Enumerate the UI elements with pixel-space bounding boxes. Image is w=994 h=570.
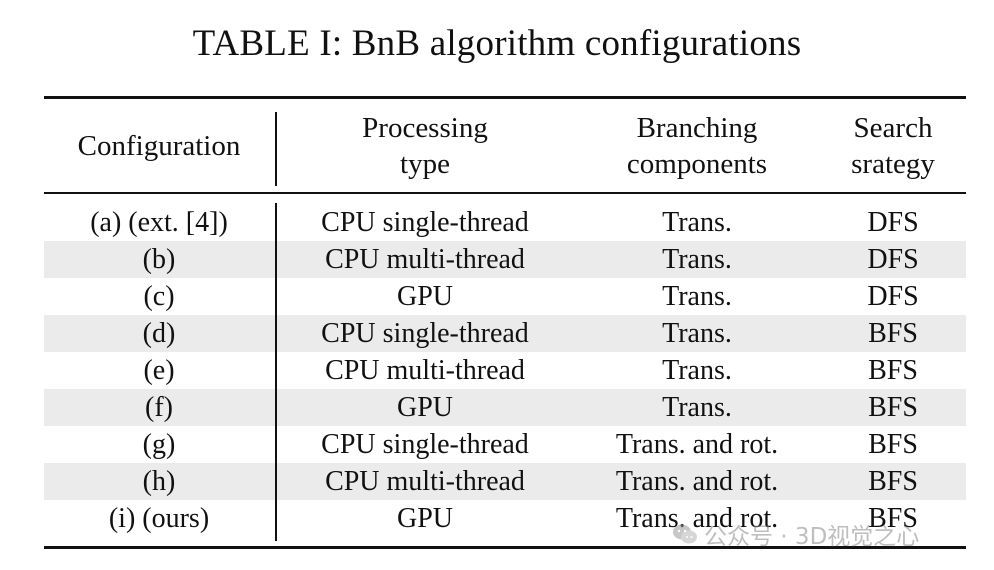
header-processing-line1: Processing: [362, 112, 488, 144]
header-rule: [44, 192, 966, 194]
cell-processing-type: CPU single-thread: [321, 207, 529, 238]
cell-configuration: (h): [142, 466, 176, 497]
header-search-line1: Search: [853, 112, 933, 144]
cell-configuration: (c): [143, 281, 175, 312]
cell-search-strategy: DFS: [867, 244, 919, 275]
cell-processing-type: CPU multi-thread: [325, 466, 525, 497]
header-branching-line2: components: [626, 148, 768, 180]
table-row: (e) CPU multi-thread Trans. BFS: [44, 352, 966, 389]
table-row: (h) CPU multi-thread Trans. and rot. BFS: [44, 463, 966, 500]
cell-branching-components: Trans.: [662, 318, 732, 349]
table-row: (i) (ours) GPU Trans. and rot. BFS: [44, 500, 966, 537]
header-branching-components: Branching components: [578, 110, 816, 182]
cell-processing-type: CPU single-thread: [321, 318, 529, 349]
cell-branching-components: Trans.: [662, 207, 732, 238]
cell-configuration: (b): [142, 244, 176, 275]
table-row: (b) CPU multi-thread Trans. DFS: [44, 241, 966, 278]
cell-branching-components: Trans.: [662, 355, 732, 386]
table-row: (d) CPU single-thread Trans. BFS: [44, 315, 966, 352]
cell-search-strategy: BFS: [868, 392, 918, 423]
table-row: (c) GPU Trans. DFS: [44, 278, 966, 315]
cell-configuration: (d): [142, 318, 176, 349]
bottom-rule: [44, 546, 966, 549]
cell-search-strategy: BFS: [868, 355, 918, 386]
cell-processing-type: CPU single-thread: [321, 429, 529, 460]
wechat-icon: [672, 522, 698, 546]
top-rule: [44, 96, 966, 99]
cell-branching-components: Trans. and rot.: [615, 466, 779, 497]
table-row: (a) (ext. [4]) CPU single-thread Trans. …: [44, 204, 966, 241]
header-search-strategy: Search srategy: [820, 110, 966, 182]
cell-branching-components: Trans. and rot.: [615, 503, 779, 534]
header-processing-type: Processing type: [280, 110, 570, 182]
cell-branching-components: Trans.: [662, 392, 732, 423]
cell-configuration: (i) (ours): [108, 503, 210, 534]
cell-processing-type: GPU: [396, 392, 453, 423]
cell-processing-type: GPU: [396, 503, 453, 534]
cell-search-strategy: DFS: [867, 207, 919, 238]
cell-configuration: (g): [142, 429, 176, 460]
cell-search-strategy: DFS: [867, 281, 919, 312]
table-row: (f) GPU Trans. BFS: [44, 389, 966, 426]
cell-processing-type: GPU: [396, 281, 453, 312]
table-row: (g) CPU single-thread Trans. and rot. BF…: [44, 426, 966, 463]
cell-configuration: (e): [143, 355, 175, 386]
cell-processing-type: CPU multi-thread: [325, 244, 525, 275]
watermark-text: 公众号 · 3D视觉之心: [704, 524, 920, 550]
header-processing-line2: type: [400, 148, 450, 180]
table-title: TABLE I: BnB algorithm configurations: [192, 23, 802, 64]
watermark: 公众号 · 3D视觉之心: [672, 516, 919, 552]
cell-search-strategy: BFS: [868, 503, 918, 534]
cell-branching-components: Trans.: [662, 281, 732, 312]
cell-branching-components: Trans.: [662, 244, 732, 275]
cell-configuration: (f): [145, 392, 173, 423]
cell-search-strategy: BFS: [868, 466, 918, 497]
cell-search-strategy: BFS: [868, 429, 918, 460]
header-column-divider: [275, 112, 277, 186]
cell-configuration: (a) (ext. [4]): [90, 207, 228, 238]
header-configuration: Configuration: [77, 130, 241, 162]
cell-branching-components: Trans. and rot.: [615, 429, 779, 460]
cell-processing-type: CPU multi-thread: [325, 355, 525, 386]
header-search-line2: srategy: [851, 148, 935, 180]
body-column-divider: [275, 203, 277, 541]
header-branching-line1: Branching: [636, 112, 758, 144]
cell-search-strategy: BFS: [868, 318, 918, 349]
